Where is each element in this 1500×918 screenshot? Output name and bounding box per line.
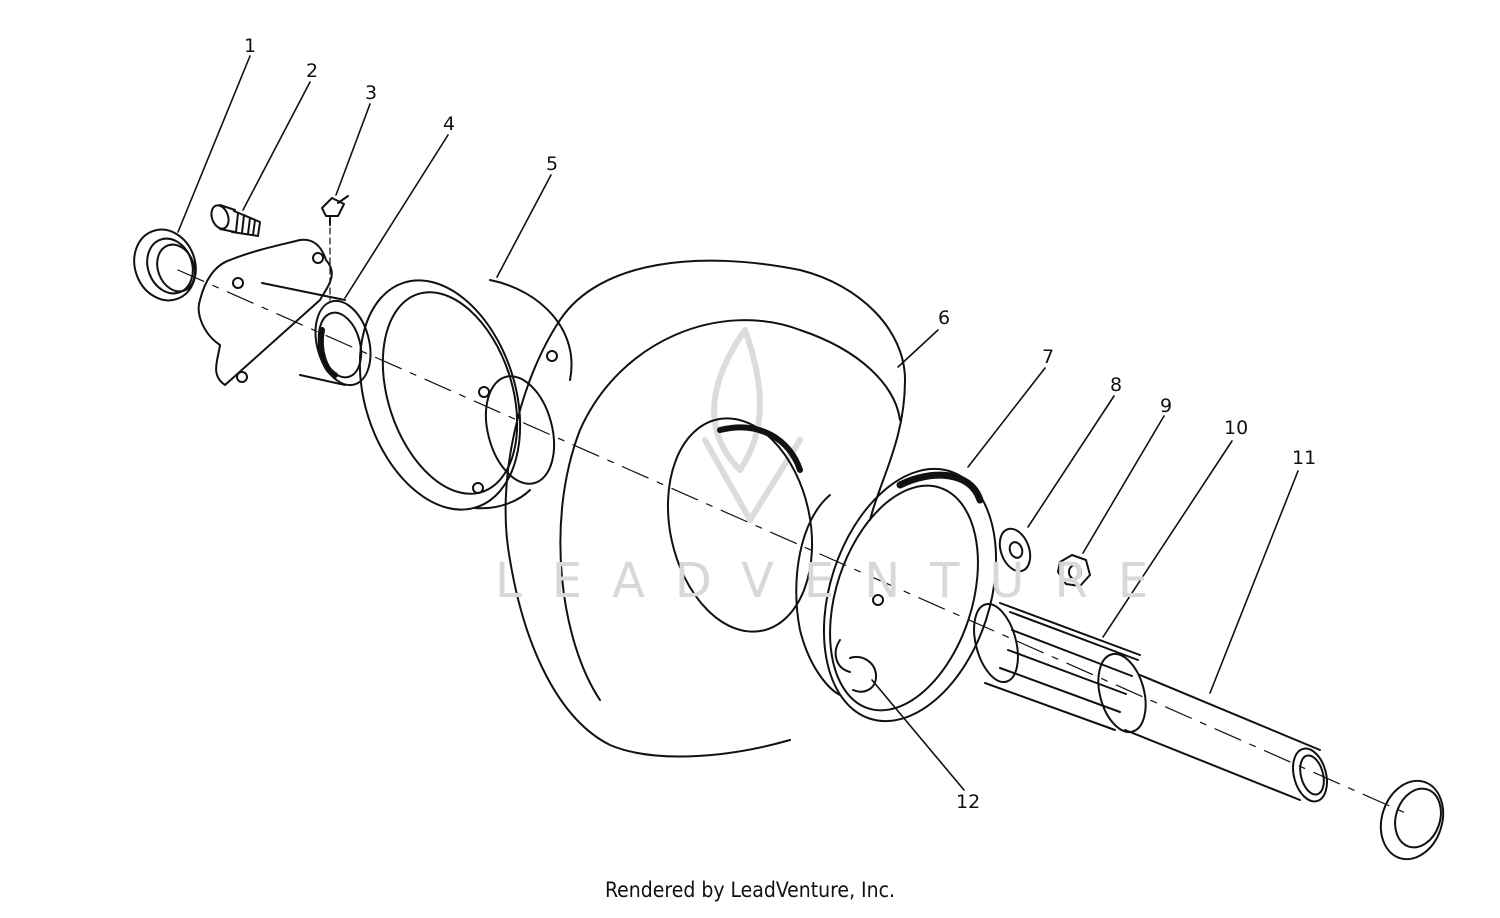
credit-text: Rendered by LeadVenture, Inc. [605,878,895,902]
part-2-bolt [210,204,261,237]
leader-lines [177,55,1299,791]
part-1-bearing [133,228,197,302]
part-4-hub [197,238,372,387]
part-1-bearing-right [1379,779,1445,861]
part-label-7: 7 [1042,346,1054,368]
part-10-splined-sleeve [973,602,1147,734]
part-7-rim-half [795,467,998,723]
watermark-flame-logo-icon [702,327,803,523]
part-label-5: 5 [546,153,558,175]
part-label-1: 1 [244,35,256,57]
part-label-2: 2 [306,60,318,82]
part-5-rim-half [358,279,573,511]
watermark-text: LEADVENTURE [495,553,1178,609]
part-9-nut [1057,554,1091,587]
part-6-tire [504,259,906,758]
part-label-4: 4 [443,113,455,135]
part-12-valve-stem [834,639,878,693]
part-label-3: 3 [365,82,377,104]
part-label-9: 9 [1160,395,1172,417]
part-label-11: 11 [1292,447,1316,469]
part-label-12: 12 [956,791,980,813]
part-label-6: 6 [938,307,950,329]
part-8-washer [998,527,1032,573]
axis-center-line [177,269,1411,816]
part-3-grease-fitting [321,195,349,301]
part-11-spacer-tube [1124,674,1328,803]
part-label-10: 10 [1224,417,1248,439]
part-label-8: 8 [1110,374,1122,396]
